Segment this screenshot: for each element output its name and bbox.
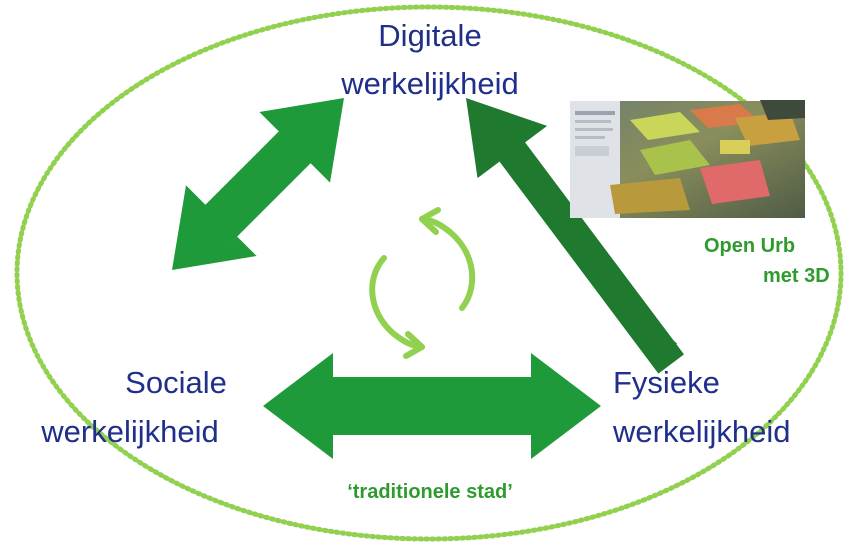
physical-reality-title: Fysieke — [613, 365, 720, 400]
digital-reality-subtitle: werkelijkheid — [340, 66, 518, 101]
open-urban-label-line1: Open Urb — [704, 235, 795, 257]
arrow-thumbnail-physical — [569, 236, 677, 367]
cycle-arrows-icon — [369, 207, 476, 359]
open-urban-label-line2: met 3D — [763, 265, 830, 287]
digital-reality-title: Digitale — [378, 18, 481, 53]
dotted-boundary-ellipse — [14, 4, 844, 542]
social-reality-title: Sociale — [125, 365, 227, 400]
social-reality-subtitle: werkelijkheid — [40, 414, 218, 449]
3d-city-model-thumbnail — [570, 100, 805, 218]
arrow-social-physical — [263, 353, 601, 459]
arrow-social-digital — [172, 98, 344, 270]
traditional-city-label: ‘traditionele stad’ — [347, 481, 513, 503]
physical-reality-subtitle: werkelijkheid — [612, 414, 790, 449]
